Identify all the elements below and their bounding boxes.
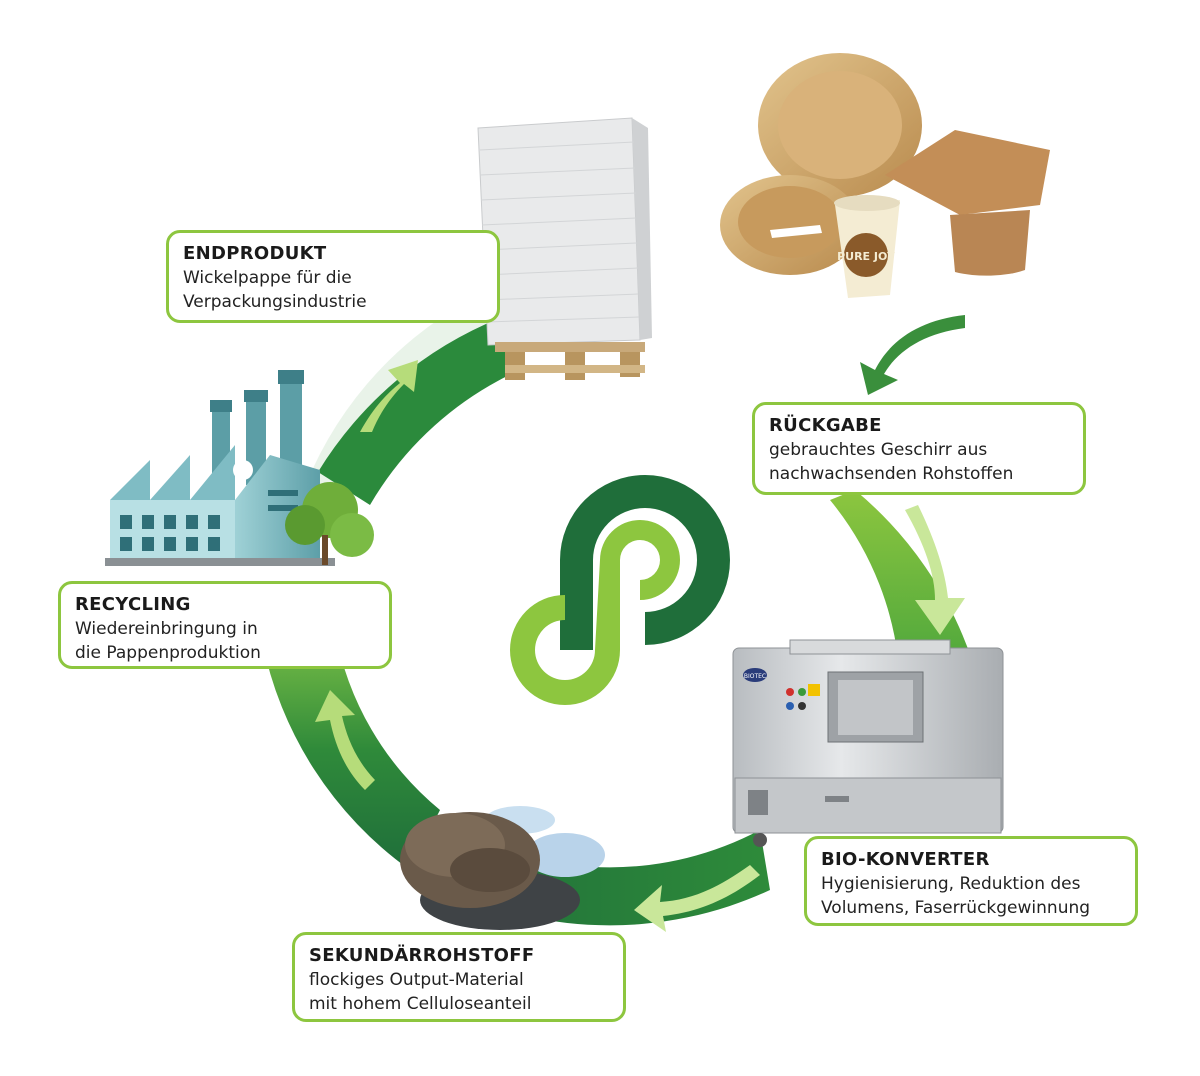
step-title: BIO-KONVERTER — [821, 849, 990, 870]
step-card-endprodukt: ENDPRODUKT Wickelpappe für die Verpackun… — [166, 230, 500, 323]
bio-converter-machine: BIOTEC — [732, 639, 1004, 847]
arrow-left-bottom — [634, 865, 760, 932]
arrow-down-curved — [860, 315, 965, 395]
step-description-line: die Pappenproduktion — [75, 643, 261, 663]
machine-badge: BIOTEC — [744, 673, 766, 680]
recycling-factory — [105, 370, 374, 566]
step-title: RÜCKGABE — [769, 415, 882, 436]
compostable-tableware: PURE JOY — [720, 53, 1050, 298]
step-description-line: nachwachsenden Rohstoffen — [769, 464, 1014, 484]
p-loop-logo — [510, 475, 730, 705]
step-title: ENDPRODUKT — [183, 243, 327, 264]
step-description-line: gebrauchtes Geschirr aus — [769, 440, 988, 460]
ring-segment-right — [830, 490, 972, 680]
arrow-down-right — [905, 505, 965, 635]
step-card-recycling: RECYCLING Wiedereinbringung in die Pappe… — [58, 581, 392, 669]
arrow-up-left — [315, 690, 375, 790]
logo-outer-loop — [560, 475, 730, 650]
step-card-sekundaerrohstoff: SEKUNDÄRROHSTOFF flockiges Output-Materi… — [292, 932, 626, 1022]
fibrous-material-in-hands — [400, 806, 605, 930]
step-description-line: Wiedereinbringung in — [75, 619, 258, 639]
ring-segment-upper-left — [318, 318, 520, 505]
step-title: RECYCLING — [75, 594, 191, 615]
step-description-line: mit hohem Celluloseanteil — [309, 994, 532, 1014]
step-card-rueckgabe: RÜCKGABE gebrauchtes Geschirr aus nachwa… — [752, 402, 1086, 495]
step-description-line: Volumens, Faserrückgewinnung — [821, 898, 1091, 918]
cup-logo-text: PURE JOY — [837, 250, 896, 263]
arrow-up-right — [360, 360, 418, 432]
logo-inner-loop — [510, 520, 680, 705]
cycle-arrows — [315, 315, 965, 932]
step-description-line: flockiges Output-Material — [309, 970, 524, 990]
step-card-bio-konverter: BIO-KONVERTER Hygienisierung, Reduktion … — [804, 836, 1138, 926]
step-description-line: Hygienisierung, Reduktion des — [821, 874, 1081, 894]
step-title: SEKUNDÄRROHSTOFF — [309, 945, 535, 966]
step-description-line: Verpackungsindustrie — [183, 292, 367, 312]
paper-stack-on-pallet — [477, 117, 652, 380]
step-description-line: Wickelpappe für die — [183, 268, 352, 288]
